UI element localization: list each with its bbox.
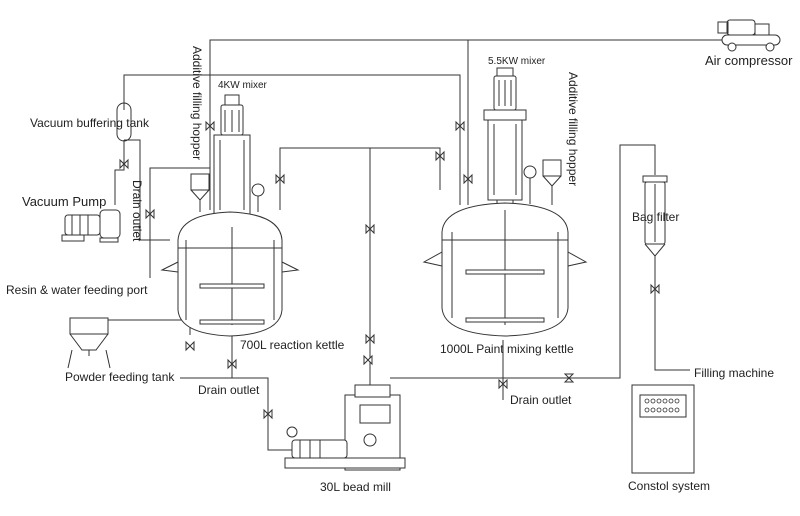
air-compressor xyxy=(717,19,781,52)
control-system-cabinet xyxy=(631,384,695,474)
drain-outlet-left-label: Drain outlet xyxy=(198,383,260,397)
pipelines xyxy=(108,39,725,451)
valve-icon xyxy=(365,223,375,235)
valve-icon xyxy=(205,120,215,132)
bag-filter xyxy=(642,175,668,257)
vacuum-pump-label: Vacuum Pump xyxy=(22,194,107,209)
paint-mixing-kettle-1000l xyxy=(422,67,588,337)
mixer-55kw-label: 5.5KW mixer xyxy=(488,56,546,67)
vacuum-buffering-tank xyxy=(116,102,132,142)
valve-icon xyxy=(185,340,195,352)
bag-filter-label: Bag filter xyxy=(632,210,680,224)
powder-feeding-tank xyxy=(67,317,111,369)
reaction-kettle-700l-label: 700L reaction kettle xyxy=(240,338,345,352)
valve-icon xyxy=(363,354,373,366)
control-system-label: Constol system xyxy=(628,479,711,493)
valve-icon xyxy=(227,358,237,370)
valve-icon xyxy=(455,120,465,132)
valve-icon xyxy=(563,373,575,383)
valve-icon xyxy=(463,173,473,185)
bead-mill-30l xyxy=(284,384,406,471)
valve-icon xyxy=(275,173,285,185)
filling-machine-label: Filling machine xyxy=(694,366,775,380)
vacuum-buffering-tank-label: Vacuum buffering tank xyxy=(30,116,149,130)
drain-outlet-right-label: Drain outlet xyxy=(510,393,572,407)
valve-icon xyxy=(119,158,129,170)
valve-icon xyxy=(145,208,155,220)
vacuum-pump xyxy=(61,209,121,243)
resin-water-feeding-port-label: Resin & water feeding port xyxy=(6,283,148,297)
valve-icon xyxy=(263,408,273,420)
bead-mill-30l-label: 30L bead mill xyxy=(320,480,391,494)
valves xyxy=(119,120,660,420)
additive-filling-hopper-right-label: Additive filling hopper xyxy=(566,72,580,187)
valve-icon xyxy=(435,150,445,162)
mixer-4kw-label: 4KW mixer xyxy=(218,80,267,91)
powder-feeding-tank-label: Powder feeding tank xyxy=(65,370,175,384)
valve-icon xyxy=(650,283,660,295)
additive-filling-hopper-left-label: Additive filling hopper xyxy=(190,46,204,161)
paint-mixing-kettle-1000l-label: 1000L Paint mixing kettle xyxy=(440,342,574,356)
valve-icon xyxy=(498,378,508,390)
air-compressor-label: Air compressor xyxy=(705,53,793,68)
reaction-kettle-700l xyxy=(160,94,300,337)
valve-icon xyxy=(365,333,375,345)
drain-outlet-vertical-label: Drain outlet xyxy=(130,180,144,242)
